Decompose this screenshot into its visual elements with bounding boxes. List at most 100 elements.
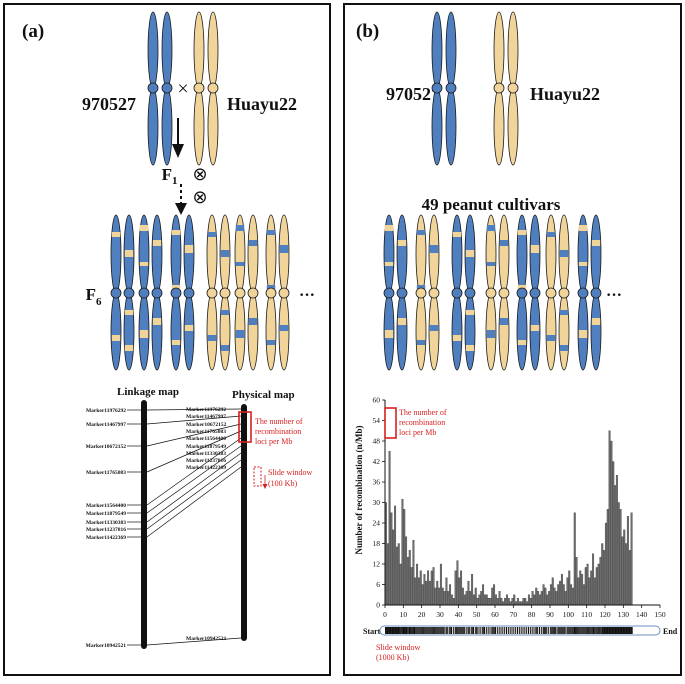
f6-chromosome-6 (206, 214, 218, 371)
x-tick-label: 140 (636, 610, 648, 619)
genome-strip-stripe (398, 627, 400, 634)
genome-strip-stripe (493, 627, 494, 634)
cultivar-chromosome-2-arm-top (415, 214, 427, 294)
marker-connector (146, 437, 242, 506)
bar (485, 594, 488, 606)
parent-chromosome-b-2 (493, 11, 505, 166)
genome-strip-stripe (424, 627, 426, 634)
genome-strip-stripe (614, 627, 616, 634)
genome-strip-stripe (426, 627, 428, 634)
bar (450, 594, 453, 606)
bar (511, 598, 514, 606)
genome-strip-stripe (558, 627, 560, 634)
cultivar-chromosome-3-centromere (428, 287, 440, 299)
genome-strip-stripe (627, 627, 628, 634)
cultivar-chromosome-10-arm-top (545, 214, 557, 294)
genome-strip-stripe (548, 627, 550, 634)
f6-chromosome-2 (138, 214, 150, 371)
genome-strip-stripe (454, 627, 456, 634)
cultivar-chromosome-10-band (546, 335, 556, 341)
genome-strip-stripe (403, 627, 405, 634)
parent-chromosome-b-3 (507, 11, 519, 166)
bar (628, 550, 631, 606)
x-tick-label: 90 (546, 610, 554, 619)
bar (421, 584, 424, 606)
genome-strip-stripe (428, 627, 429, 634)
genome-strip-stripe (386, 627, 388, 634)
genome-strip-stripe (615, 627, 617, 634)
bar (581, 574, 584, 606)
genome-strip-stripe (412, 627, 414, 634)
genome-strip-stripe (575, 627, 577, 634)
genome-strip-stripe (616, 627, 618, 634)
bar (592, 553, 595, 606)
panel-a-parent2: Huayu22 (227, 94, 297, 114)
f6-chromosome-8-band (235, 225, 245, 231)
genome-strip-stripe (540, 627, 542, 634)
f6-chromosome-4-arm-top (170, 214, 182, 294)
genome-strip-stripe (620, 627, 622, 634)
bar (438, 587, 441, 606)
bar (480, 591, 483, 606)
genome-strip-stripe (605, 627, 607, 634)
parent-chromosome-a-3 (207, 11, 219, 166)
genome-strip-stripe (420, 627, 422, 634)
physical-marker-label: Marker11330383 (186, 451, 226, 457)
genome-strip-stripe (443, 627, 445, 634)
genome-strip-stripe (569, 627, 571, 634)
genome-strip-stripe (557, 627, 559, 634)
f6-chromosome-11-arm-bottom (278, 292, 290, 371)
genome-strip-stripe (554, 627, 556, 634)
genome-strip-stripe (580, 627, 582, 634)
cultivar-chromosome-12-band (578, 262, 588, 266)
genome-strip-stripe (616, 627, 617, 634)
parent-chromosome-a-1-arm-bottom (161, 87, 173, 166)
x-tick-label: 80 (528, 610, 536, 619)
parent-chromosome-b-2-arm-bottom (493, 87, 505, 166)
f6-chromosome-11 (278, 214, 290, 371)
cultivar-chromosome-3-band (429, 325, 439, 331)
bar (500, 598, 503, 606)
bar (529, 598, 532, 606)
f6-chromosome-11-band (279, 325, 289, 331)
cultivar-chromosome-7-band (499, 318, 509, 325)
genome-strip-stripe (401, 627, 403, 634)
x-tick-label: 130 (618, 610, 630, 619)
genome-strip-stripe (385, 627, 386, 634)
cultivar-chromosome-10-arm-bottom (545, 292, 557, 371)
genome-strip-stripe (504, 627, 506, 634)
f6-chromosome-3-centromere (151, 287, 163, 299)
cultivar-chromosome-11 (558, 214, 570, 371)
parent-chromosome-b-1-arm-top (445, 11, 457, 89)
genome-strip-stripe (575, 627, 576, 634)
genome-strip-stripe (582, 627, 583, 634)
genome-strip-stripe (439, 627, 440, 634)
f6-chromosome-5-band (184, 325, 194, 331)
genome-strip-stripe (432, 627, 434, 634)
bar (535, 587, 538, 606)
parent-chromosome-b-3-arm-bottom (507, 87, 519, 166)
f6-chromosome-1 (123, 214, 135, 371)
genome-strip-stripe (423, 627, 425, 634)
genome-strip-stripe (536, 627, 538, 634)
genome-strip-stripe (411, 627, 413, 634)
genome-strip-stripe (430, 627, 432, 634)
f6-chromosome-9-band (248, 318, 258, 325)
physical-marker-label: Marker10942521 (186, 636, 227, 642)
bar (513, 594, 516, 606)
f6-chromosome-7-band (220, 345, 230, 351)
genome-strip-stripe (561, 627, 563, 634)
genome-strip-stripe (462, 627, 464, 634)
cultivar-chromosome-0-band (384, 330, 394, 338)
marker-connector (146, 445, 242, 514)
linkage-marker-label: Marker11879549 (86, 511, 126, 517)
genome-strip-stripe (386, 627, 388, 634)
bar (597, 563, 600, 606)
cultivar-chromosome-5 (464, 214, 476, 371)
f6-chromosome-9-band (248, 240, 258, 246)
genome-strip-stripe (585, 627, 587, 634)
genome-strip-stripe (572, 627, 574, 634)
bar (452, 598, 455, 606)
